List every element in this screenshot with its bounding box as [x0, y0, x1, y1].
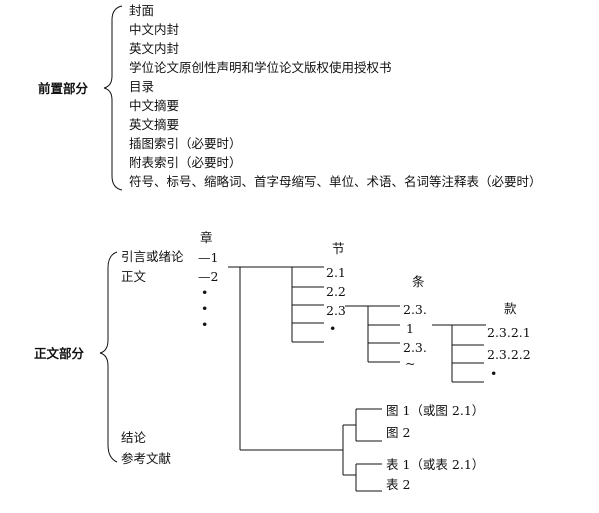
intro-item: 引言或绪论: [121, 249, 184, 264]
clause-header: 条: [412, 274, 425, 289]
front-item: 符号、标号、缩略词、首字母缩写、单位、术语、名词等注释表（必要时）: [129, 174, 542, 189]
body-brace: [99, 251, 118, 463]
front-item: 附表索引（必要时）: [129, 155, 242, 170]
section-item: 2.1: [326, 265, 346, 280]
front-item: 插图索引（必要时）: [129, 136, 242, 151]
table-item: 表 1（或表 2.1）: [386, 457, 485, 472]
chapter-item: —1: [198, 250, 219, 265]
subclause-item: •: [490, 366, 498, 381]
front-brace: [103, 5, 123, 191]
conclusion-item: 结论: [121, 430, 147, 445]
main-text-item: 正文: [121, 269, 147, 284]
chapter-item: •: [201, 301, 209, 316]
chapter-header: 章: [200, 230, 213, 245]
front-item: 封面: [129, 3, 155, 18]
chapter-item: •: [201, 317, 209, 332]
table-item: 表 2: [386, 477, 411, 492]
front-item: 英文内封: [129, 41, 180, 56]
figure-item: 图 2: [386, 425, 411, 440]
clause-item: 2.3.: [403, 302, 427, 317]
body-label: 正文部分: [34, 346, 85, 361]
front-item: 英文摘要: [129, 117, 180, 132]
references-item: 参考文献: [121, 451, 172, 466]
front-matter-label: 前置部分: [38, 81, 89, 96]
subclause-item: 2.3.2.2: [487, 347, 531, 362]
front-item: 目录: [129, 79, 155, 94]
front-item: 中文摘要: [129, 98, 180, 113]
section-item: 2.3: [326, 303, 346, 318]
subclause-item: 2.3.2.1: [487, 325, 531, 340]
front-item: 中文内封: [129, 22, 180, 37]
section-item: •: [329, 321, 337, 336]
figure-item: 图 1（或图 2.1）: [386, 403, 485, 418]
clause-item: ~: [405, 356, 416, 371]
section-header: 节: [332, 241, 345, 256]
front-item: 学位论文原创性声明和学位论文版权使用授权书: [129, 60, 392, 75]
chapter-item: •: [201, 285, 209, 300]
clause-item: 1: [406, 321, 414, 336]
clause-item: 2.3.: [403, 340, 427, 355]
subclause-header: 款: [504, 301, 517, 316]
chapter-item: —2: [198, 269, 219, 284]
section-item: 2.2: [326, 284, 346, 299]
